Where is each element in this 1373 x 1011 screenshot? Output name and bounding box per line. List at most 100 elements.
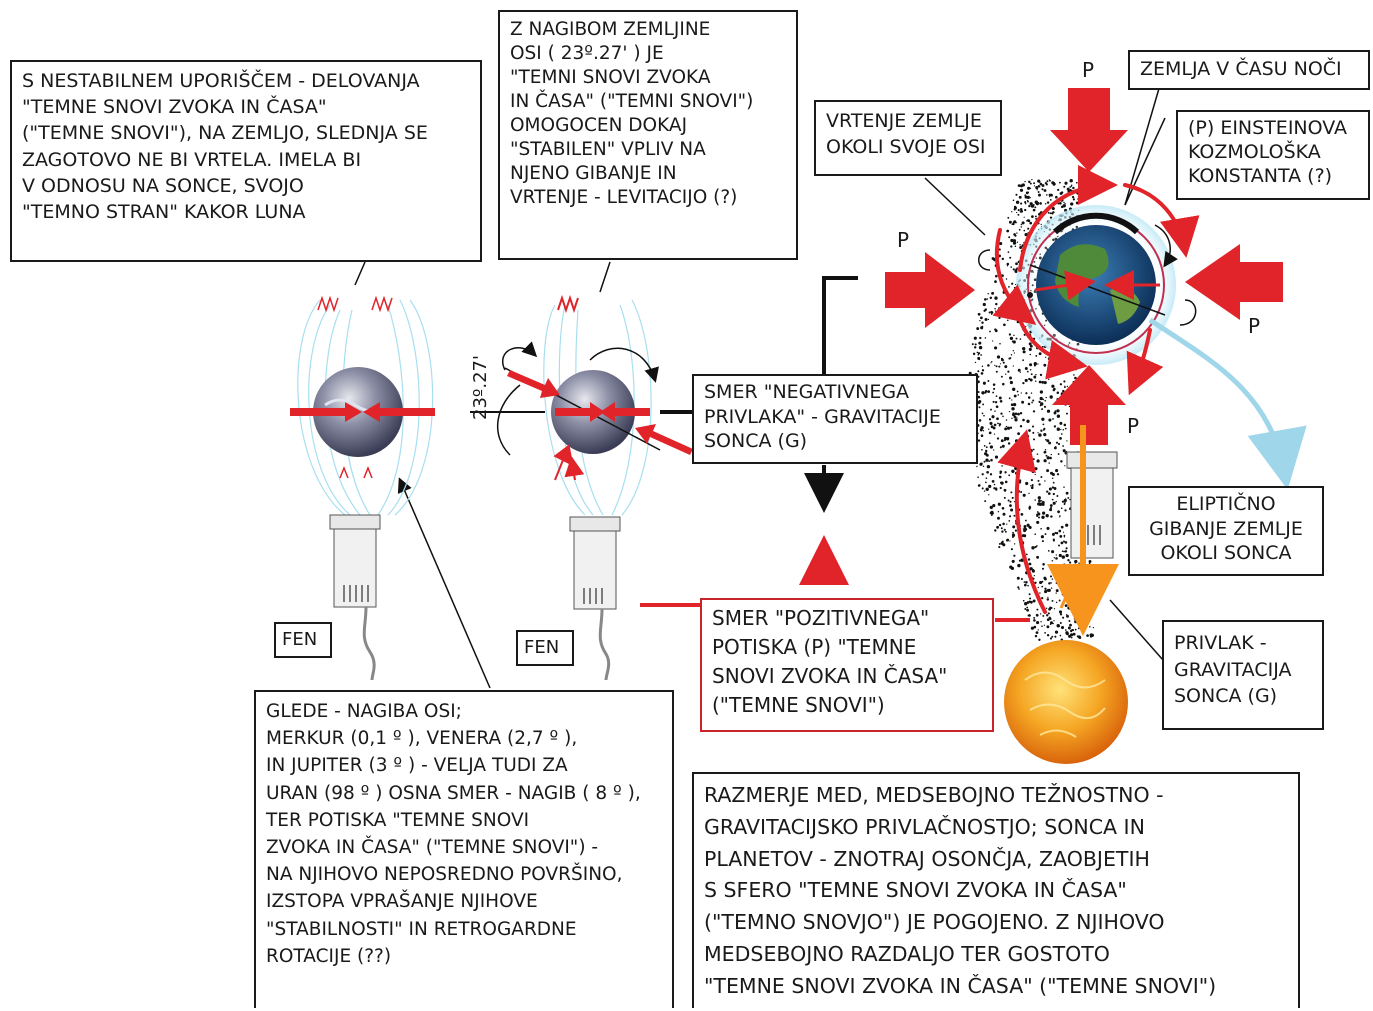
dark-matter-dot: [1011, 450, 1013, 452]
dark-matter-dot: [1060, 581, 1063, 584]
text-line: ("TEMNE SNOVI"): [712, 691, 982, 720]
dark-matter-dot: [1026, 607, 1028, 609]
dark-matter-dot: [1070, 189, 1072, 191]
text-line: "TEMNO STRAN" KAKOR LUNA: [22, 199, 470, 225]
dark-matter-dot: [1051, 587, 1052, 588]
dark-matter-dot: [1063, 449, 1066, 452]
dark-matter-dot: [1028, 558, 1030, 560]
text-line: OSI ( 23º.27' ) JE: [510, 42, 786, 66]
dark-matter-dot: [1089, 626, 1091, 628]
dark-matter-dot: [1063, 204, 1066, 207]
dark-matter-dot: [995, 311, 996, 312]
dark-matter-dot: [1029, 363, 1032, 366]
dark-matter-dot: [1077, 613, 1079, 615]
dark-matter-dot: [1009, 316, 1011, 318]
dark-matter-dot: [1032, 399, 1034, 401]
dark-matter-dot: [1048, 418, 1051, 421]
dark-matter-dot: [1044, 459, 1047, 462]
dark-matter-dot: [1052, 560, 1054, 562]
dark-matter-dot: [1024, 217, 1025, 218]
dark-matter-dot: [978, 313, 981, 316]
dark-matter-dot: [1041, 516, 1044, 519]
dark-matter-dot: [1036, 631, 1039, 634]
dark-matter-dot: [1040, 613, 1041, 614]
dark-matter-dot: [1012, 388, 1015, 391]
dark-matter-dot: [1022, 347, 1025, 350]
dark-matter-dot: [995, 275, 998, 278]
dark-matter-dot: [1073, 198, 1075, 200]
dark-matter-dot: [1093, 627, 1094, 628]
dark-matter-dot: [1015, 246, 1017, 248]
dark-matter-dot: [1004, 437, 1007, 440]
dark-matter-dot: [982, 369, 984, 371]
dark-matter-dot: [994, 346, 997, 349]
dark-matter-dot: [1052, 367, 1055, 370]
dark-matter-dot: [1046, 608, 1047, 609]
dark-matter-dot: [1013, 335, 1014, 336]
dark-matter-dot: [1049, 607, 1051, 609]
dark-matter-dot: [1007, 437, 1009, 439]
dark-matter-dot: [989, 331, 991, 333]
dark-matter-dot: [1006, 453, 1007, 454]
dark-matter-dot: [1040, 397, 1043, 400]
dark-matter-dot: [1021, 401, 1024, 404]
dark-matter-dot: [1052, 533, 1055, 536]
dark-matter-dot: [1055, 557, 1058, 560]
dark-matter-dot: [985, 459, 988, 462]
dark-matter-dot: [1046, 625, 1049, 628]
dark-matter-dot: [1065, 554, 1068, 557]
dark-matter-dot: [999, 524, 1001, 526]
dark-matter-dot: [988, 494, 989, 495]
dark-matter-dot: [1056, 409, 1059, 412]
text-line: SONCA (G): [704, 429, 966, 454]
dark-matter-dot: [991, 415, 994, 418]
dark-matter-dot: [1019, 244, 1020, 245]
dark-matter-dot: [1030, 567, 1033, 570]
dark-matter-dot: [1018, 209, 1020, 211]
dark-matter-dot: [1081, 627, 1083, 629]
dark-matter-dot: [1057, 473, 1059, 475]
dark-matter-dot: [1065, 629, 1067, 631]
dark-matter-dot: [1023, 230, 1025, 232]
dark-matter-dot: [992, 257, 995, 260]
middle-globe-group: [470, 298, 695, 680]
dark-matter-dot: [1015, 530, 1017, 532]
dark-matter-dot: [987, 364, 990, 367]
dark-matter-dot: [1013, 403, 1016, 406]
dark-matter-dot: [1031, 546, 1034, 549]
dark-matter-dot: [1050, 212, 1052, 214]
dark-matter-dot: [1026, 554, 1028, 556]
dark-matter-dot: [1011, 407, 1014, 410]
dark-matter-dot: [1009, 515, 1011, 517]
dark-matter-dot: [1067, 386, 1068, 387]
dark-matter-dot: [987, 293, 988, 294]
dark-matter-dot: [1013, 233, 1016, 236]
dark-matter-dot: [1046, 527, 1049, 530]
dark-matter-dot: [1025, 482, 1028, 485]
dark-matter-dot: [1025, 520, 1027, 522]
dark-matter-dot: [985, 308, 987, 310]
dark-matter-dot: [1043, 428, 1045, 430]
dark-matter-dot: [994, 410, 996, 412]
dark-matter-dot: [1008, 286, 1010, 288]
dark-matter-dot: [1077, 198, 1079, 200]
dark-matter-dot: [1019, 229, 1021, 231]
dark-matter-dot: [1035, 215, 1037, 217]
dark-matter-dot: [986, 471, 989, 474]
dark-matter-dot: [994, 308, 996, 310]
dark-matter-dot: [1000, 472, 1002, 474]
dark-matter-dot: [1062, 617, 1064, 619]
dark-matter-dot: [1024, 209, 1026, 211]
dark-matter-dot: [1074, 587, 1077, 590]
dark-matter-dot: [1040, 390, 1043, 393]
dark-matter-dot: [1008, 499, 1010, 501]
dark-matter-dot: [995, 456, 998, 459]
dark-matter-dot: [1066, 440, 1067, 441]
dark-matter-dot: [1015, 412, 1018, 415]
dark-matter-dot: [1067, 497, 1069, 499]
dark-matter-dot: [1048, 492, 1051, 495]
dark-matter-dot: [1041, 408, 1043, 410]
dark-matter-dot: [1041, 381, 1044, 384]
box-unstable-support: S NESTABILNEM UPORIŠČEM - DELOVANJA "TEM…: [10, 60, 482, 262]
dark-matter-dot: [1038, 483, 1040, 485]
